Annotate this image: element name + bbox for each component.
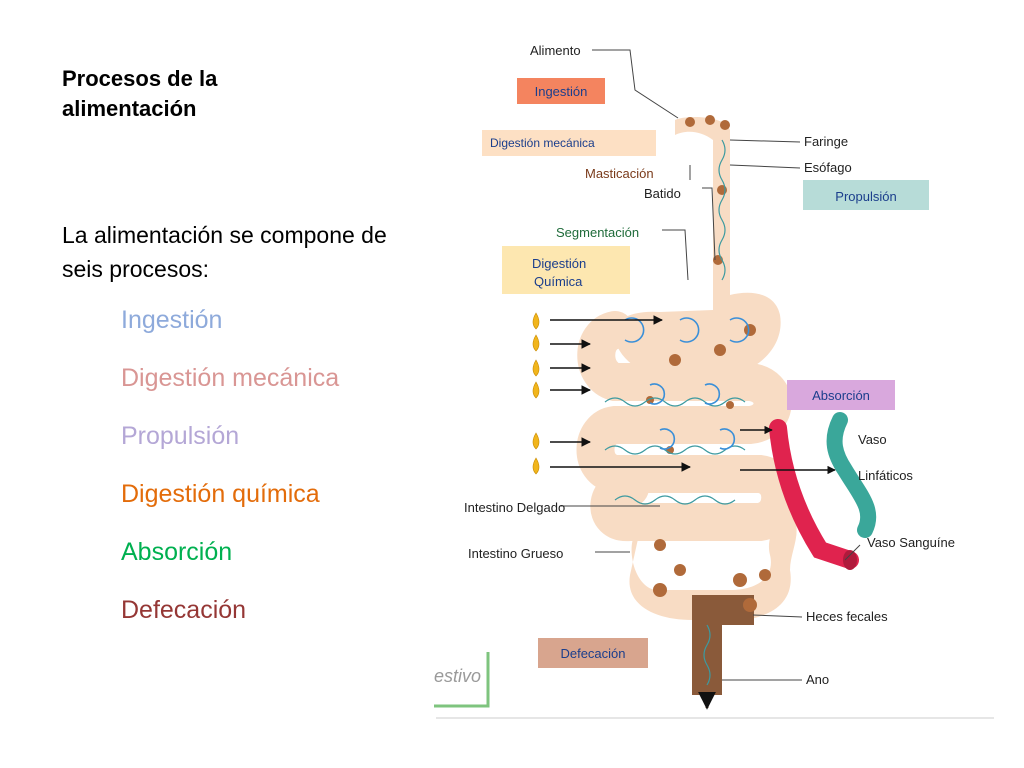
ingestion-box-label: Ingestión bbox=[535, 84, 588, 99]
digestion-quimica-box-label-1: Digestión bbox=[532, 256, 586, 271]
churning-arrows bbox=[624, 317, 750, 450]
blood-vessel-end bbox=[843, 550, 857, 570]
label-heces: Heces fecales bbox=[806, 609, 888, 624]
absorcion-box bbox=[787, 380, 895, 410]
label-ano: Ano bbox=[806, 672, 829, 687]
digestive-system-diagram: Ingestión Digestión mecánica Propulsión … bbox=[434, 43, 994, 719]
enzyme-arrows bbox=[550, 315, 691, 472]
label-faringe: Faringe bbox=[804, 134, 848, 149]
process-item-absorcion: Absorción bbox=[121, 538, 233, 566]
label-esofago: Esófago bbox=[804, 160, 852, 175]
defecacion-box bbox=[538, 638, 648, 668]
process-list: Ingestión Digestión mecánica Propulsión … bbox=[121, 300, 339, 648]
defecacion-box-label: Defecación bbox=[560, 646, 625, 661]
slide-title: Procesos de la alimentación bbox=[62, 66, 218, 121]
absorption-arrows bbox=[740, 425, 836, 475]
esophagus-stomach-shape bbox=[614, 117, 781, 381]
label-intestino-grueso: Intestino Grueso bbox=[468, 546, 563, 561]
process-item-defecacion: Defecación bbox=[121, 596, 247, 624]
process-item-propulsion: Propulsión bbox=[121, 422, 240, 450]
lymph-vessel-shape bbox=[826, 412, 877, 538]
absorcion-box-label: Absorción bbox=[812, 388, 870, 403]
peristalsis-lines bbox=[604, 139, 746, 686]
digestion-quimica-box-label-2: Química bbox=[534, 274, 583, 289]
process-item-digestion-mecanica: Digestión mecánica bbox=[121, 364, 340, 392]
label-intestino-delgado: Intestino Delgado bbox=[464, 500, 565, 515]
label-masticacion: Masticación bbox=[585, 166, 654, 181]
intro-text: La alimentación se compone de seis proce… bbox=[62, 222, 387, 282]
blood-vessel-shape bbox=[769, 419, 859, 569]
ingestion-box bbox=[517, 78, 605, 104]
digestion-mecanica-box bbox=[482, 130, 656, 156]
label-vaso-sanguineo: Vaso Sanguíne bbox=[867, 535, 955, 550]
process-item-ingestion: Ingestión bbox=[121, 306, 223, 334]
enzyme-drops bbox=[532, 312, 540, 475]
small-intestine-shape bbox=[576, 311, 800, 541]
label-alimento: Alimento bbox=[530, 43, 581, 58]
watermark-text: estivo bbox=[434, 666, 481, 686]
label-vaso: Vaso bbox=[858, 432, 887, 447]
propulsion-box bbox=[803, 180, 929, 210]
digestion-mecanica-box-label: Digestión mecánica bbox=[490, 136, 595, 150]
propulsion-box-label: Propulsión bbox=[835, 189, 896, 204]
digestive-tract bbox=[576, 115, 800, 710]
process-item-digestion-quimica: Digestión química bbox=[121, 480, 320, 508]
leader-lines bbox=[560, 49, 861, 681]
digestion-quimica-box bbox=[502, 246, 630, 294]
rectum-feces-shape bbox=[692, 620, 722, 695]
label-batido: Batido bbox=[644, 186, 681, 201]
label-segmentacion: Segmentación bbox=[556, 225, 639, 240]
watermark-bracket bbox=[434, 652, 490, 708]
label-linfaticos: Linfáticos bbox=[858, 468, 913, 483]
